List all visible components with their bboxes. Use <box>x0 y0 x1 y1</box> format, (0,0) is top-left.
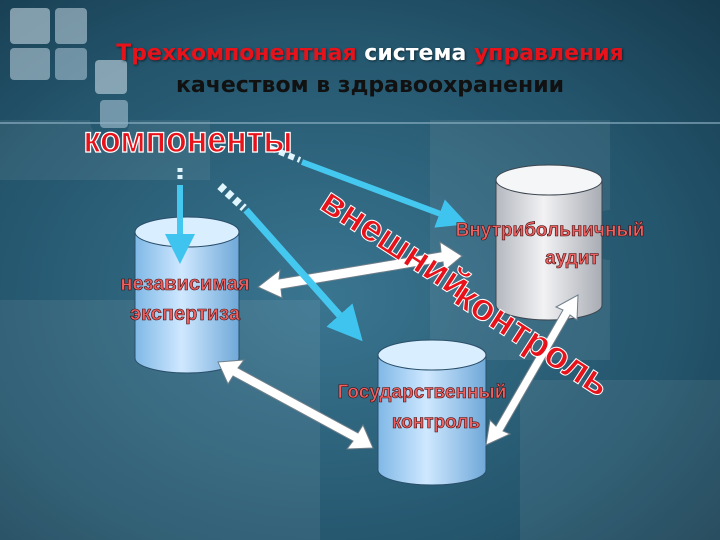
node-independent-line2: экспертиза <box>130 303 241 325</box>
double-arrow-state-audit <box>485 294 579 446</box>
components-label: компоненты <box>84 118 293 160</box>
title-divider <box>0 122 720 124</box>
slide-title: Трехкомпонентная система управления каче… <box>40 38 700 102</box>
node-independent-line1: независимая <box>120 273 249 295</box>
title-part2: система <box>356 41 474 66</box>
cylinder-state-control <box>377 339 487 486</box>
title-part3: управления <box>473 41 624 66</box>
title-line2: качеством в здравоохранении <box>175 73 565 98</box>
node-internal-line1: Внутрибольничный <box>456 220 645 241</box>
node-state-line2: контроль <box>392 412 480 433</box>
arrow-components-to-audit <box>268 145 468 228</box>
puzzle-icon-cluster <box>10 8 128 128</box>
cylinder-independent-expertise <box>134 216 240 374</box>
title-part1: Трехкомпонентная <box>116 41 357 66</box>
node-internal-line2: аудит <box>545 248 599 269</box>
cylinder-internal-audit <box>495 164 603 321</box>
double-arrow-expertise-state <box>217 359 374 450</box>
node-state-line1: Государственный <box>338 382 507 403</box>
arrow-components-to-state <box>217 183 363 342</box>
